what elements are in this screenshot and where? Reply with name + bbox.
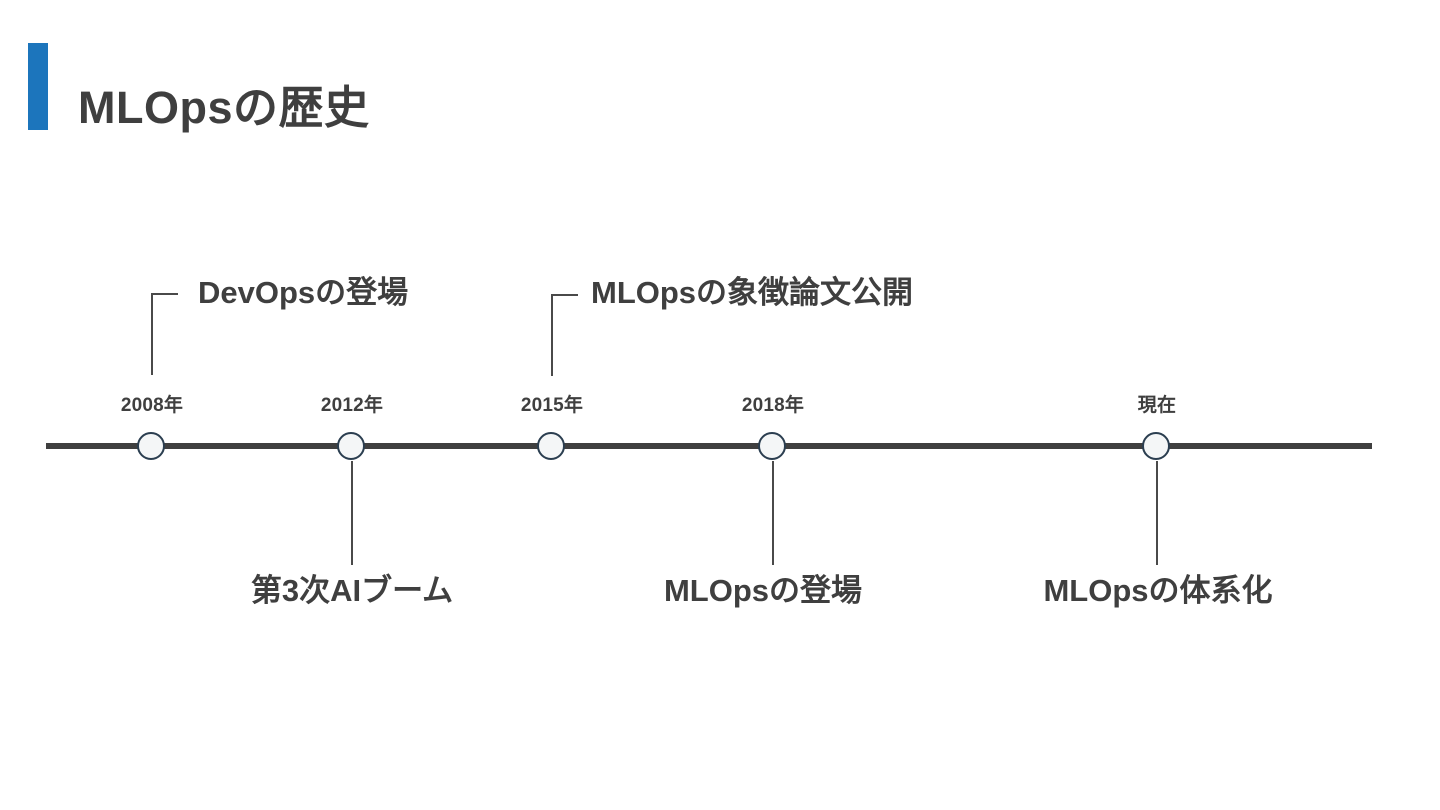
event-label-m2015: MLOpsの象徴論文公開 xyxy=(591,275,914,310)
event-label-m2012: 第3次AIブーム xyxy=(250,573,454,608)
milestone-dot-icon[interactable] xyxy=(137,432,165,460)
event-label-mnow: MLOpsの体系化 xyxy=(1043,573,1273,608)
milestone-year-label: 2018年 xyxy=(741,395,805,416)
timeline-axis xyxy=(46,443,1372,449)
page-title: MLOpsの歴史 xyxy=(78,82,370,134)
milestone-year-label: 2015年 xyxy=(520,395,584,416)
event-label-m2018: MLOpsの登場 xyxy=(663,573,863,608)
milestone-connector-elbow xyxy=(152,293,178,295)
milestone-connector-elbow xyxy=(552,294,578,296)
title-accent-bar xyxy=(28,43,48,130)
milestone-dot-icon[interactable] xyxy=(537,432,565,460)
milestone-connector-vertical xyxy=(351,461,353,565)
milestone-connector-vertical xyxy=(151,293,153,375)
milestone-year-label: 現在 xyxy=(1137,395,1177,416)
milestone-dot-icon[interactable] xyxy=(758,432,786,460)
milestone-dot-icon[interactable] xyxy=(1142,432,1170,460)
milestone-year-label: 2012年 xyxy=(320,395,384,416)
milestone-connector-vertical xyxy=(551,294,553,376)
milestone-year-label: 2008年 xyxy=(120,395,184,416)
event-label-m2008: DevOpsの登場 xyxy=(198,275,409,310)
milestone-connector-vertical xyxy=(772,461,774,565)
slide-header: MLOpsの歴史 xyxy=(0,0,1440,180)
milestone-dot-icon[interactable] xyxy=(337,432,365,460)
milestone-connector-vertical xyxy=(1156,461,1158,565)
